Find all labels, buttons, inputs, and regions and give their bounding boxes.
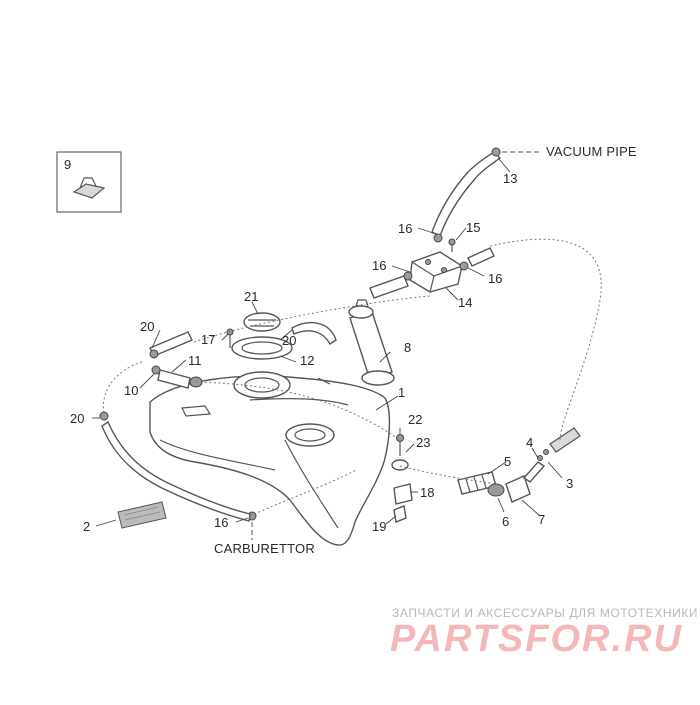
watermark-tagline: ЗАПЧАСТИ И АКСЕССУАРЫ ДЛЯ МОТОТЕХНИКИ [392,606,699,620]
label-carburettor: CARBURETTOR [214,541,315,556]
callout-14: 14 [458,295,472,310]
callout-20-filter: 20 [140,319,154,334]
callout-1: 1 [398,385,405,400]
callout-16-valve-right: 16 [488,271,502,286]
callout-5: 5 [504,454,511,469]
callout-16-valve-top: 16 [398,221,412,236]
leader-lines [92,151,563,540]
callout-15: 15 [466,220,480,235]
callout-3: 3 [566,476,573,491]
callout-23: 23 [416,435,430,450]
callout-19: 19 [372,519,386,534]
fuel-tap-assembly [457,427,581,503]
callout-20-cap: 20 [282,333,296,348]
callout-17: 17 [201,332,215,347]
hoses [101,238,602,522]
fuel-tank [149,375,391,546]
callout-18: 18 [420,485,434,500]
label-vacuum-pipe: VACUUM PIPE [546,144,637,159]
fuel-filter [149,331,203,389]
callout-2: 2 [83,519,90,534]
callout-8: 8 [404,340,411,355]
sticker-part-2 [117,501,167,529]
callout-20-hose: 20 [70,411,84,426]
fuel-pump-part-8 [348,299,395,386]
filler-cap [231,312,337,399]
callout-21: 21 [244,289,258,304]
callout-11: 11 [188,353,202,368]
callout-12: 12 [300,353,314,368]
fasteners [99,328,413,523]
callout-9: 9 [64,157,71,172]
callout-10: 10 [124,383,138,398]
vacuum-valve [369,147,502,299]
callout-7: 7 [538,512,545,527]
callout-6: 6 [502,514,509,529]
callout-16-valve-left: 16 [372,258,386,273]
callout-16-carburettor: 16 [214,515,228,530]
callout-13: 13 [503,171,517,186]
callout-22: 22 [408,412,422,427]
watermark-logo: PARTSFOR.RU [390,618,683,660]
inset-part-9: 9 [56,151,122,213]
callout-4: 4 [526,435,533,450]
